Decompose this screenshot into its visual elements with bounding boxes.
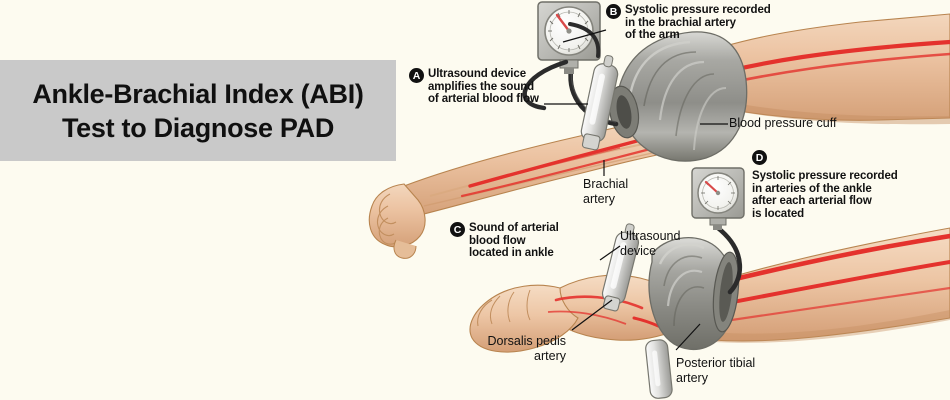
- callout-b-line-3: of the arm: [625, 29, 680, 42]
- callout-b-line-1: Systolic pressure recorded: [625, 4, 771, 16]
- callout-text-d: Systolic pressure recorded in arteries o…: [752, 170, 898, 220]
- ultrasound-probe-ankle: [601, 223, 640, 312]
- callout-badge-b: B: [606, 4, 621, 19]
- callout-a-line-2: amplifies the sound: [428, 80, 535, 93]
- leg-illustration: [469, 29, 950, 399]
- label-posterior-tibial-artery: Posterior tibial artery: [676, 356, 755, 385]
- label-dorsalis-pedis-artery: Dorsalis pedis artery: [466, 334, 566, 363]
- page-title: Ankle-Brachial Index (ABI) Test to Diagn…: [0, 60, 396, 161]
- label-brachial-artery-line-2: artery: [583, 191, 615, 206]
- title-line-2: Test to Diagnose PAD: [61, 112, 335, 143]
- label-brachial-artery-line-1: Brachial: [583, 177, 629, 191]
- callout-c-line-3: located in ankle: [469, 247, 554, 260]
- label-blood-pressure-cuff-line-1: Blood pressure cuff: [729, 116, 837, 130]
- callout-d-line-1: Systolic pressure recorded: [752, 170, 898, 182]
- callout-badge-d: D: [752, 150, 767, 165]
- label-ultrasound-device: Ultrasound device: [620, 229, 680, 258]
- callout-d-line-4: is located: [752, 207, 805, 220]
- callout-d-line-2: in arteries of the ankle: [752, 182, 872, 195]
- callout-text-b: Systolic pressure recorded in the brachi…: [625, 4, 771, 42]
- callout-d-line-3: after each arterial flow: [752, 195, 872, 208]
- label-ultrasound-device-line-2: device: [620, 243, 657, 258]
- label-posterior-tibial-artery-line-1: Posterior tibial: [676, 356, 756, 370]
- label-dorsalis-pedis-artery-line-1: Dorsalis pedis: [487, 334, 566, 348]
- callout-a-line-1: Ultrasound device: [428, 68, 526, 80]
- callout-badge-c: C: [450, 222, 465, 237]
- label-blood-pressure-cuff: Blood pressure cuff: [729, 116, 836, 131]
- callout-a-line-3: of arterial blood flow: [428, 93, 539, 106]
- arm-illustration: [368, 1, 950, 259]
- label-brachial-artery: Brachial artery: [583, 177, 628, 206]
- callout-c-line-2: blood flow: [469, 234, 526, 247]
- ultrasound-probe-arm: [580, 55, 619, 151]
- label-posterior-tibial-artery-line-2: artery: [676, 370, 708, 385]
- callout-text-c: Sound of arterial blood flow located in …: [469, 222, 559, 260]
- label-dorsalis-pedis-artery-line-2: artery: [534, 348, 566, 363]
- title-line-1: Ankle-Brachial Index (ABI): [32, 78, 364, 109]
- blood-pressure-cuff-ankle: [648, 237, 740, 351]
- callout-c-line-1: Sound of arterial: [469, 222, 559, 234]
- callout-badge-a: A: [409, 68, 424, 83]
- pressure-gauge-upper: [537, 1, 601, 74]
- callout-text-a: Ultrasound device amplifies the sound of…: [428, 68, 539, 106]
- ultrasound-probe-handle: [645, 339, 673, 399]
- callout-b-line-2: in the brachial artery: [625, 16, 736, 29]
- pressure-gauge-lower: [691, 167, 745, 230]
- label-ultrasound-device-line-1: Ultrasound: [620, 229, 681, 243]
